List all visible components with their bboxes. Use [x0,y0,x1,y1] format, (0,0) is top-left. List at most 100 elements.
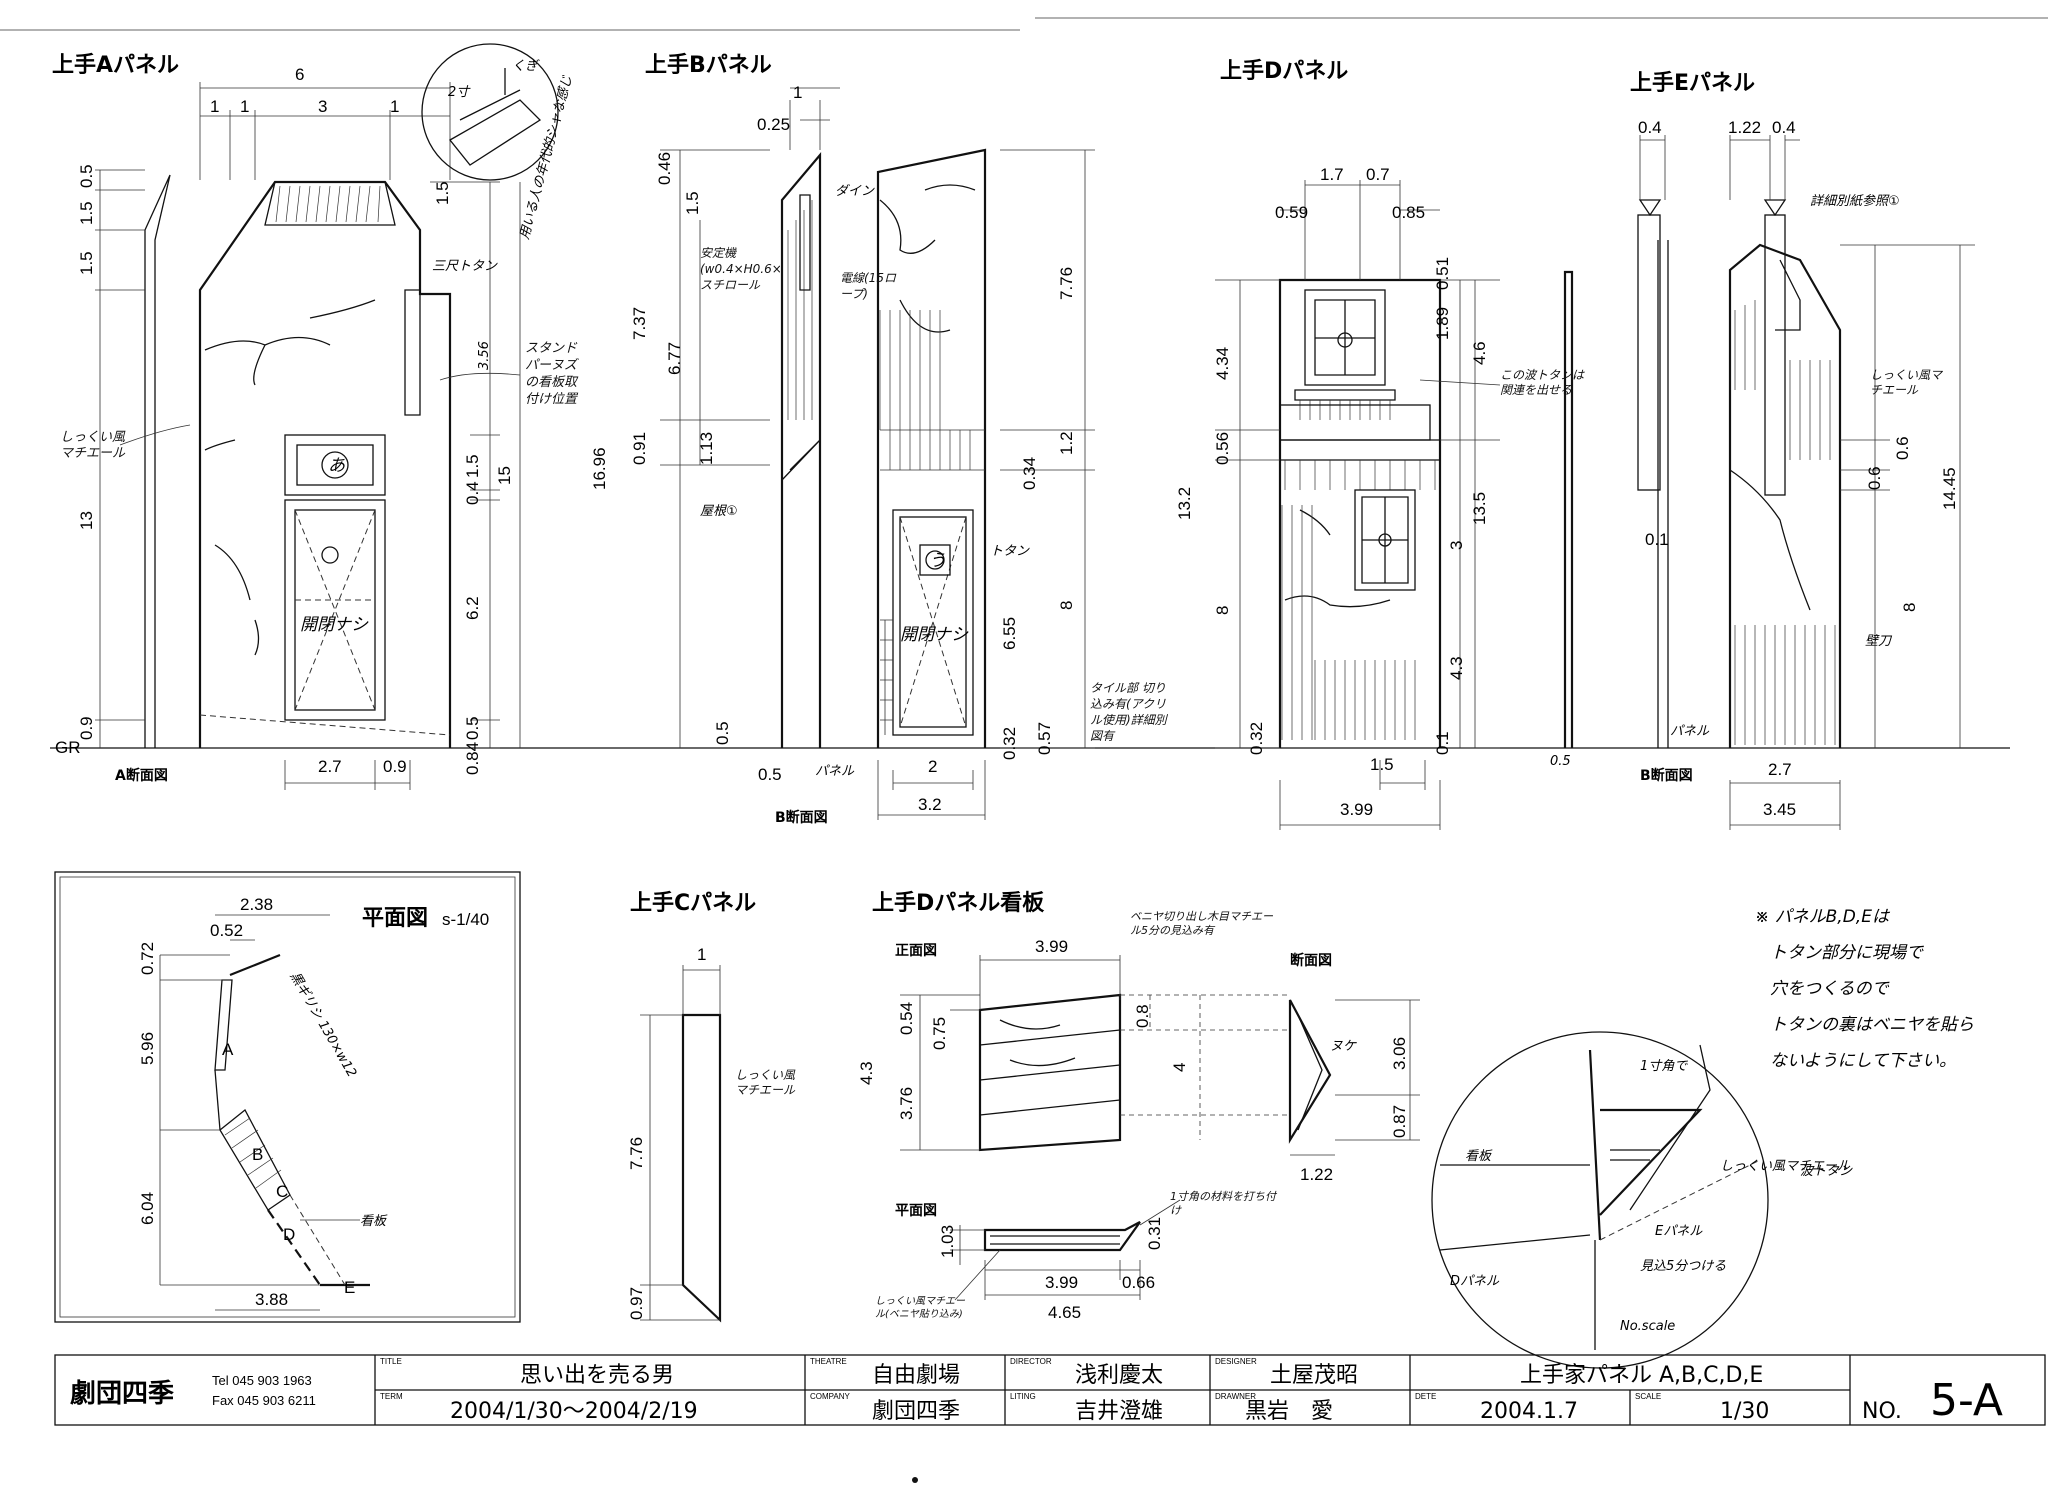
panel-e-outline [1728,243,1842,748]
panel-b: 上手Bパネル う 開閉ナシ 1 0.25 2 3.2 0.5 B断面図 [590,53,1167,826]
panel-d-dim-h4: 1.5 [1370,755,1394,774]
tb-director: 浅利慶太 [1075,1363,1163,1388]
sign-dim-6: 4 [1170,1063,1189,1072]
tb-title: 思い出を売る男 [520,1363,674,1388]
plan-dim-0: 2.38 [240,895,273,914]
tb-lighting: 吉井澄雄 [1075,1399,1163,1424]
panel-b-note-totan: トタン [990,544,1030,559]
sign-dim-10: 1.03 [938,1225,957,1258]
detail-noscale: No.scale [1620,1319,1675,1334]
panel-a-roof-hatch [275,185,381,223]
panel-b-note-tile: タイル部 切り込み有(アクリル使用)詳細別図有 [1090,681,1167,743]
note-line-4: トタンの裏はベニヤを貼ら [1770,1015,1974,1035]
sign-panel-section-label: 断面図 [1290,952,1332,969]
sign-dim-3: 4.3 [857,1061,876,1085]
panel-b-door-note: 開閉ナシ [900,625,969,645]
panel-b-front [876,148,987,748]
sign-dim-12: 0.66 [1122,1273,1155,1292]
panel-d-dim-v7: 3 [1447,541,1466,550]
panel-b-dim-v5: 0.91 [630,432,649,465]
panel-a-note-stand: スタンドパーヌズの看板取付け位置 [525,341,577,407]
panel-e-pipe-right [1764,214,1786,496]
tb-scale-label: SCALE [1635,1392,1661,1401]
panel-a-dim-v4: 0.9 [77,716,96,740]
tb-date-label: DETE [1415,1392,1436,1401]
panel-e-dim-h2: 0.4 [1772,118,1796,137]
tb-term: 2004/1/30〜2004/2/19 [450,1399,698,1424]
panel-a-title: 上手Aパネル [52,53,179,78]
panel-b-note-panel: パネル [815,764,855,779]
tb-date: 2004.1.7 [1480,1399,1578,1424]
panel-a-note-small: 3.56 [477,341,492,370]
panel-e-note-detail: 詳細別紙参照① [1810,194,1900,209]
detail-kanban: 看板 [1465,1149,1493,1164]
tb-title-label: TITLE [380,1357,402,1366]
panel-b-side [780,151,822,748]
panel-e-note-wall: 壁刀 [1865,634,1893,649]
tb-company: 劇団四季 [872,1399,960,1424]
panel-d-dim-h5: 3.99 [1340,800,1373,819]
panel-a-dim-v2: 1.5 [77,251,96,275]
tb-sheet-title: 上手家パネル A,B,C,D,E [1520,1363,1763,1388]
panel-a-dim-r3: 0.4 [463,481,482,505]
panel-c-dim-0: 1 [697,945,706,964]
panel-a-dim-v0: 0.5 [77,164,96,188]
sign-panel-note-fix: 1寸角の材料を打ち付け [1170,1190,1276,1217]
plan-label-c: C [276,1182,288,1201]
plan-label-b: B [252,1145,263,1164]
panel-d: 上手Dパネル 1.7 0.7 0.59 0.85 1.5 3.99 0.5 4.… [1175,59,1585,830]
sign-panel: 上手Dパネル看板 正面図 断面図 平面図 3.99 0.54 0.75 4.3 … [857,891,1420,1322]
panel-e: 上手Eパネル 0.4 1.22 0.4 2.7 3.45 B断面図 0.6 0.… [1630,71,1975,830]
plan-dim-5: 3.88 [255,1290,288,1309]
tb-scale: 1/30 [1720,1399,1769,1424]
sign-panel-section [1288,999,1332,1144]
plan-dim-2: 0.72 [138,942,157,975]
detail-epanel: Eパネル [1655,1224,1703,1239]
panel-b-note-stabilizer: 安定機(w0.4×H0.6×D0.2)スチロール [700,246,780,292]
panel-a-outline [198,180,452,748]
sign-panel-note-cut: ベニヤ切り出し木目マチエール5分の見込み有 [1130,910,1273,937]
sign-dim-11: 3.99 [1045,1273,1078,1292]
panel-d-dim-v4: 0.56 [1213,432,1232,465]
tb-drawner-label: DRAWNER [1215,1392,1256,1401]
panel-b-dim-v2: 7.37 [630,307,649,340]
sign-dim-4: 3.76 [897,1087,916,1120]
sign-panel-nuki: ヌケ [1330,1039,1357,1054]
panel-d-dim-v1: 1.89 [1433,307,1452,340]
panel-b-title: 上手Bパネル [645,53,772,78]
panel-b-dim-v7: 7.76 [1057,267,1076,300]
panel-d-dim-v3: 4.6 [1470,341,1489,365]
panel-b-dim-v4: 16.96 [590,447,609,490]
tb-no-label: NO. [1862,1399,1902,1424]
tb-theatre-label: THEATRE [810,1357,847,1366]
detail-stucco: しっくい風マチエール [1720,1159,1851,1174]
panel-a-detail-circle [421,43,559,181]
panel-a-dim-door: 2.7 [318,757,342,776]
panel-d-title: 上手Dパネル [1220,59,1348,84]
panel-a-dim-h4: 1 [390,97,399,116]
panel-d-dim-h1: 0.7 [1366,165,1390,184]
panel-b-door [892,509,974,736]
panel-e-dim-h3: 2.7 [1768,760,1792,779]
sign-dim-0: 3.99 [1035,937,1068,956]
tb-no: 5-A [1930,1375,2003,1426]
panel-b-dim-v6: 1.13 [697,432,716,465]
panel-d-window-lower [1354,489,1416,591]
panel-c-note: しっくい風マチエール [735,1068,796,1097]
panel-d-note-totan: この波トタンは関連を出せる [1500,368,1585,397]
panel-a-dim-r6: 0.5 [463,716,482,740]
sign-panel-title: 上手Dパネル看板 [872,891,1045,916]
panel-a-sign-char: あ [328,456,345,476]
panel-a-section-label: A断面図 [115,767,168,784]
plan-label-e: E [344,1278,355,1297]
panel-c: 上手Cパネル 1 7.76 0.97 しっくい風マチエール [627,891,796,1323]
panel-b-dim-v10: 8 [1057,601,1076,610]
detail-dpanel: Dパネル [1450,1274,1500,1289]
panel-e-note-stucco: しっくい風マチエール [1870,368,1943,397]
panel-b-dim-v0: 0.46 [655,152,674,185]
panel-c-dim-1: 7.76 [627,1137,646,1170]
panel-d-dim-h2: 0.59 [1275,203,1308,222]
panel-a-door-note: 開閉ナシ [300,615,369,635]
panel-a-dim-r2: 1.5 [463,454,482,478]
